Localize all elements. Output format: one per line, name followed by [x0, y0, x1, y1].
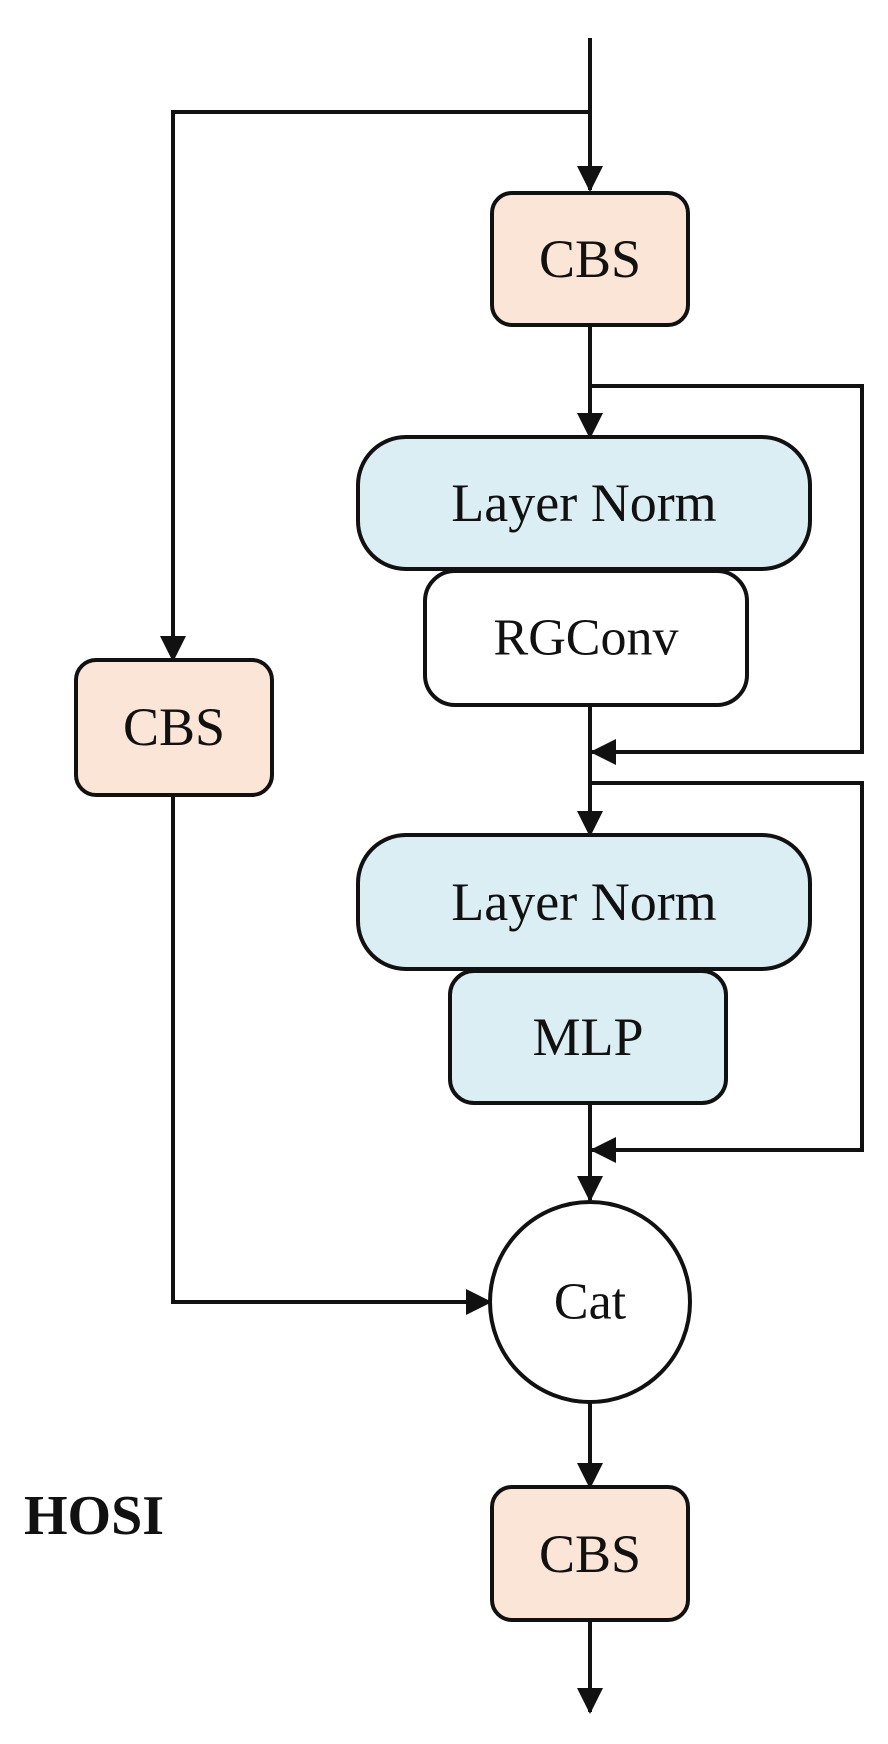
node-cbs-top: CBS: [490, 191, 690, 327]
diagram-title: HOSI: [24, 1485, 164, 1547]
node-cbs-left: CBS: [74, 658, 274, 797]
cbs-left-label: CBS: [123, 697, 225, 757]
layer-norm-1-label: Layer Norm: [451, 473, 716, 533]
node-mlp: MLP: [448, 969, 728, 1105]
node-cbs-bottom: CBS: [490, 1485, 690, 1622]
node-layer-norm-1: Layer Norm: [356, 435, 812, 571]
cbs-top-label: CBS: [539, 229, 641, 289]
edge-residual-1: [590, 384, 864, 765]
edge-residual-2: [590, 781, 864, 1163]
edge-input-to-cbs-left: [160, 110, 590, 662]
node-cat: Cat: [488, 1200, 692, 1404]
rgconv-label: RGConv: [494, 610, 679, 667]
cat-label: Cat: [554, 1274, 627, 1331]
edge-cbs-left-to-cat: [171, 795, 492, 1315]
mlp-label: MLP: [532, 1007, 643, 1067]
node-layer-norm-2: Layer Norm: [356, 833, 812, 971]
node-rgconv: RGConv: [423, 569, 749, 707]
cbs-bottom-label: CBS: [539, 1524, 641, 1584]
layer-norm-2-label: Layer Norm: [451, 872, 716, 932]
